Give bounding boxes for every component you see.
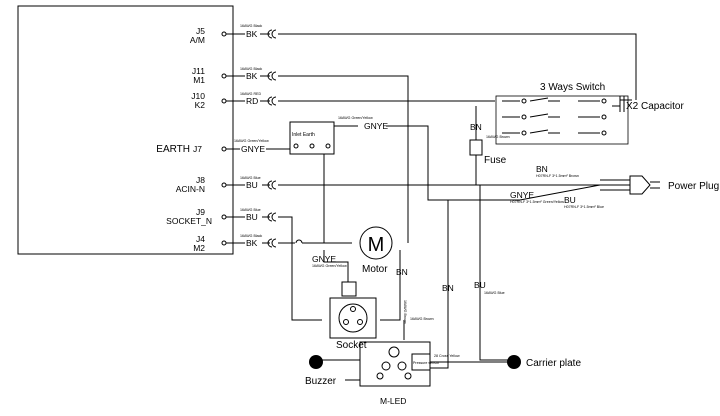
inlet-earth-label: Inlet Earth bbox=[292, 132, 315, 138]
terminal-id: J4 bbox=[196, 234, 205, 244]
wire-spec: 16AWG Black bbox=[240, 24, 262, 28]
terminal-id: J5 bbox=[196, 26, 205, 36]
buzzer: Buzzer bbox=[305, 355, 337, 387]
wire-code: BU bbox=[564, 195, 576, 205]
terminal-j4: J4 M2 bbox=[193, 234, 227, 253]
wire-code: GNYE bbox=[241, 144, 265, 154]
terminal-pin bbox=[221, 240, 227, 246]
power-plug-label: Power Plug bbox=[668, 181, 719, 192]
wire-spec: 16AWG Blue bbox=[484, 291, 505, 295]
inlet-earth-pin bbox=[325, 143, 331, 149]
terminal-name: ACIN-N bbox=[176, 184, 205, 194]
wire-spec: 16AWG Black bbox=[240, 234, 262, 238]
wire-spec: 16AWG Green/Yellow bbox=[234, 139, 269, 143]
mled-label: M-LED bbox=[380, 396, 406, 406]
motor-symbol: M bbox=[368, 234, 385, 256]
wire-code: BN bbox=[396, 267, 408, 277]
switch-label: 3 Ways Switch bbox=[540, 82, 605, 93]
wire-code: BN bbox=[536, 164, 548, 174]
terminal-pin bbox=[221, 146, 227, 152]
wire-code: BK bbox=[246, 71, 258, 81]
three-way-switch: 3 Ways Switch bbox=[495, 82, 629, 145]
terminal-pin bbox=[221, 214, 227, 220]
wire-code: BU bbox=[474, 280, 486, 290]
socket-label: Socket bbox=[336, 340, 367, 351]
terminal-id: J10 bbox=[191, 91, 205, 101]
wire-code: BN bbox=[470, 122, 482, 132]
wire-code: GNYE bbox=[510, 190, 534, 200]
terminal-id: J7 bbox=[193, 144, 202, 154]
x2-capacitor: X2 Capacitor bbox=[612, 96, 684, 112]
controller-board bbox=[17, 5, 234, 255]
terminal-pin bbox=[221, 98, 227, 104]
socket-body bbox=[329, 297, 377, 339]
terminal-j7: EARTH J7 bbox=[156, 144, 227, 155]
wire-code: BK bbox=[246, 238, 258, 248]
carrier-plate-label: Carrier plate bbox=[526, 358, 581, 369]
wire-code: RD bbox=[246, 96, 258, 106]
buzzer-label: Buzzer bbox=[305, 376, 337, 387]
wire-spec: 16AWG Brown bbox=[403, 300, 407, 324]
terminal-name: EARTH bbox=[156, 144, 190, 155]
terminal-j9: J9 SOCKET_N bbox=[166, 207, 227, 226]
switch-frame bbox=[495, 95, 629, 145]
terminal-j5: J5 A/M bbox=[190, 26, 227, 45]
wire-spec: 16AWG Black bbox=[240, 67, 262, 71]
terminal-name: A/M bbox=[190, 35, 205, 45]
wire-spec: H07RN-F 3*1.5mm² Brown bbox=[536, 174, 579, 178]
wire-code: GNYE bbox=[312, 254, 336, 264]
wire-spec: H07RN-F 3*1.5mm² Green/Yellow bbox=[510, 200, 564, 204]
m-led: M-LED bbox=[359, 341, 431, 406]
terminal-name: M1 bbox=[193, 75, 205, 85]
terminal-j8: J8 ACIN-N bbox=[176, 175, 227, 194]
wire-spec: 16AWG Blue bbox=[240, 208, 261, 212]
terminal-id: J11 bbox=[192, 66, 205, 76]
wire-spec: 16AWG Green/Yellow bbox=[338, 116, 373, 120]
wire-code: BU bbox=[246, 212, 258, 222]
wire-spec: 16AWG RED bbox=[240, 92, 261, 96]
motor-label: Motor bbox=[362, 264, 388, 275]
wire-spec: H07RN-F 3*1.5mm² Blue bbox=[564, 205, 604, 209]
fuse: BN 16AWG Brown Fuse bbox=[469, 122, 510, 166]
terminal-j10: J10 K2 bbox=[191, 91, 227, 110]
fuse-body bbox=[469, 139, 483, 156]
wire-spec: 16AWG Green/Yellow bbox=[312, 264, 347, 268]
terminal-pin bbox=[221, 73, 227, 79]
inlet-earth-block: Inlet Earth bbox=[289, 121, 335, 155]
terminal-pin bbox=[221, 182, 227, 188]
wire-spec: 16AWG Blue bbox=[240, 176, 261, 180]
motor: M Motor bbox=[359, 226, 393, 275]
fuse-label: Fuse bbox=[484, 155, 507, 166]
inlet-earth-box bbox=[289, 121, 335, 155]
wire-spec: 16AWG Brown bbox=[410, 317, 434, 321]
wire-code: GNYE bbox=[364, 121, 388, 131]
wire-spec: 28 Cross Yellow bbox=[434, 354, 460, 358]
inlet-earth-pin bbox=[293, 143, 299, 149]
motor-circle bbox=[359, 226, 393, 260]
terminal-name: SOCKET_N bbox=[166, 216, 212, 226]
wire-code: BK bbox=[246, 29, 258, 39]
plug-body bbox=[629, 175, 651, 195]
socket: GNYE 16AWG Green/Yellow Socket bbox=[312, 254, 377, 351]
wire-labels-controller: 16AWG Black BK 16AWG Black BK 16AWG RED … bbox=[234, 24, 269, 248]
terminal-name: K2 bbox=[195, 100, 206, 110]
buzzer-icon bbox=[309, 355, 323, 369]
power-plug: BN H07RN-F 3*1.5mm² Brown GNYE H07RN-F 3… bbox=[510, 164, 719, 209]
wire-code: BN bbox=[442, 283, 454, 293]
inlet-earth-pin bbox=[309, 143, 315, 149]
terminal-pin bbox=[221, 31, 227, 37]
terminal-j11: J11 M1 bbox=[192, 66, 227, 85]
wire-spec: 16AWG Brown bbox=[486, 135, 510, 139]
pressure-sensor-label: Pressure sensor bbox=[413, 361, 440, 365]
terminal-id: J8 bbox=[196, 175, 205, 185]
terminal-name: M2 bbox=[193, 243, 205, 253]
carrier-plate-icon bbox=[507, 355, 521, 369]
wire-code: BU bbox=[246, 180, 258, 190]
wires bbox=[226, 29, 637, 381]
carrier-plate: Carrier plate bbox=[430, 355, 581, 369]
capacitor-label: X2 Capacitor bbox=[626, 101, 684, 112]
terminal-id: J9 bbox=[196, 207, 205, 217]
